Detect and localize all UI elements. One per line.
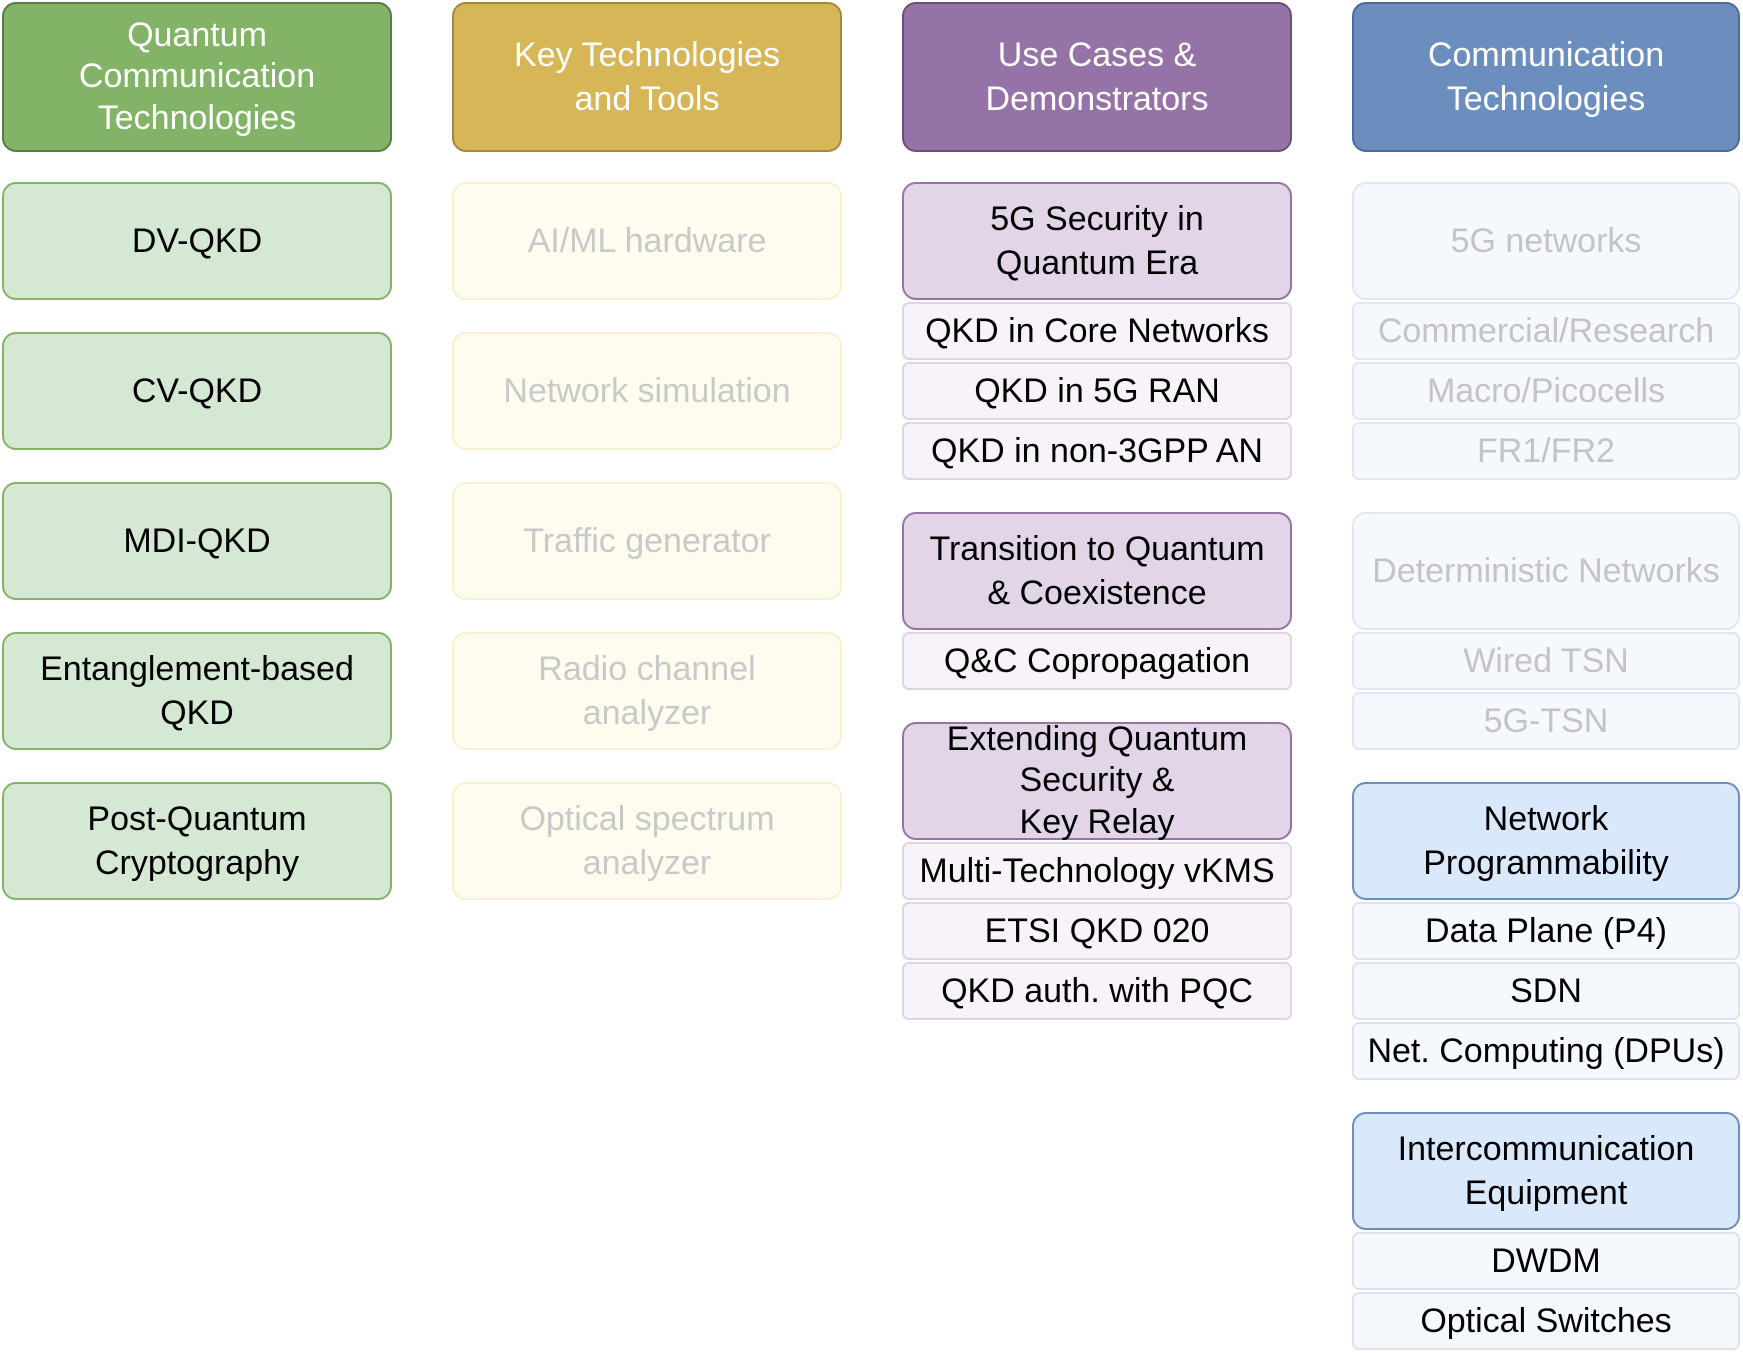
- column-header-communication-technologies: Communication Technologies: [1352, 2, 1740, 152]
- item-post-quantum-cryptography: Post-Quantum Cryptography: [2, 782, 392, 900]
- column-header-use-cases-demonstrators: Use Cases & Demonstrators: [902, 2, 1292, 152]
- sub-item-5g-tsn: 5G-TSN: [1352, 692, 1740, 750]
- sub-item-multi-technology-vkms: Multi-Technology vKMS: [902, 842, 1292, 900]
- group-title-5g-security-quantum-era: 5G Security in Quantum Era: [902, 182, 1292, 300]
- sub-item-wired-tsn: Wired TSN: [1352, 632, 1740, 690]
- group-title-deterministic-networks: Deterministic Networks: [1352, 512, 1740, 630]
- sub-item-net-computing-dpus: Net. Computing (DPUs): [1352, 1022, 1740, 1080]
- sub-item-macro-picocells: Macro/Picocells: [1352, 362, 1740, 420]
- sub-item-qkd-5g-ran: QKD in 5G RAN: [902, 362, 1292, 420]
- item-dv-qkd: DV-QKD: [2, 182, 392, 300]
- group-title-transition-quantum-coexistence: Transition to Quantum & Coexistence: [902, 512, 1292, 630]
- sub-item-sdn: SDN: [1352, 962, 1740, 1020]
- sub-item-qkd-auth-pqc: QKD auth. with PQC: [902, 962, 1292, 1020]
- item-mdi-qkd: MDI-QKD: [2, 482, 392, 600]
- item-cv-qkd: CV-QKD: [2, 332, 392, 450]
- item-entanglement-based-qkd: Entanglement-based QKD: [2, 632, 392, 750]
- item-optical-spectrum-analyzer: Optical spectrum analyzer: [452, 782, 842, 900]
- column-header-quantum-communication-technologies: Quantum Communication Technologies: [2, 2, 392, 152]
- sub-item-fr1-fr2: FR1/FR2: [1352, 422, 1740, 480]
- sub-item-etsi-qkd-020: ETSI QKD 020: [902, 902, 1292, 960]
- sub-item-data-plane-p4: Data Plane (P4): [1352, 902, 1740, 960]
- column-header-key-technologies-and-tools: Key Technologies and Tools: [452, 2, 842, 152]
- group-title-intercommunication-equipment: Intercommunication Equipment: [1352, 1112, 1740, 1230]
- group-title-extending-quantum-security-key-relay: Extending Quantum Security & Key Relay: [902, 720, 1292, 841]
- item-radio-channel-analyzer: Radio channel analyzer: [452, 632, 842, 750]
- group-title-5g-networks: 5G networks: [1352, 182, 1740, 300]
- group-title-network-programmability: Network Programmability: [1352, 782, 1740, 900]
- sub-item-qkd-non-3gpp-an: QKD in non-3GPP AN: [902, 422, 1292, 480]
- sub-item-dwdm: DWDM: [1352, 1232, 1740, 1290]
- item-network-simulation: Network simulation: [452, 332, 842, 450]
- sub-item-qkd-core-networks: QKD in Core Networks: [902, 302, 1292, 360]
- sub-item-optical-switches: Optical Switches: [1352, 1292, 1740, 1350]
- item-traffic-generator: Traffic generator: [452, 482, 842, 600]
- sub-item-qc-copropagation: Q&C Copropagation: [902, 632, 1292, 690]
- sub-item-commercial-research: Commercial/Research: [1352, 302, 1740, 360]
- item-ai-ml-hardware: AI/ML hardware: [452, 182, 842, 300]
